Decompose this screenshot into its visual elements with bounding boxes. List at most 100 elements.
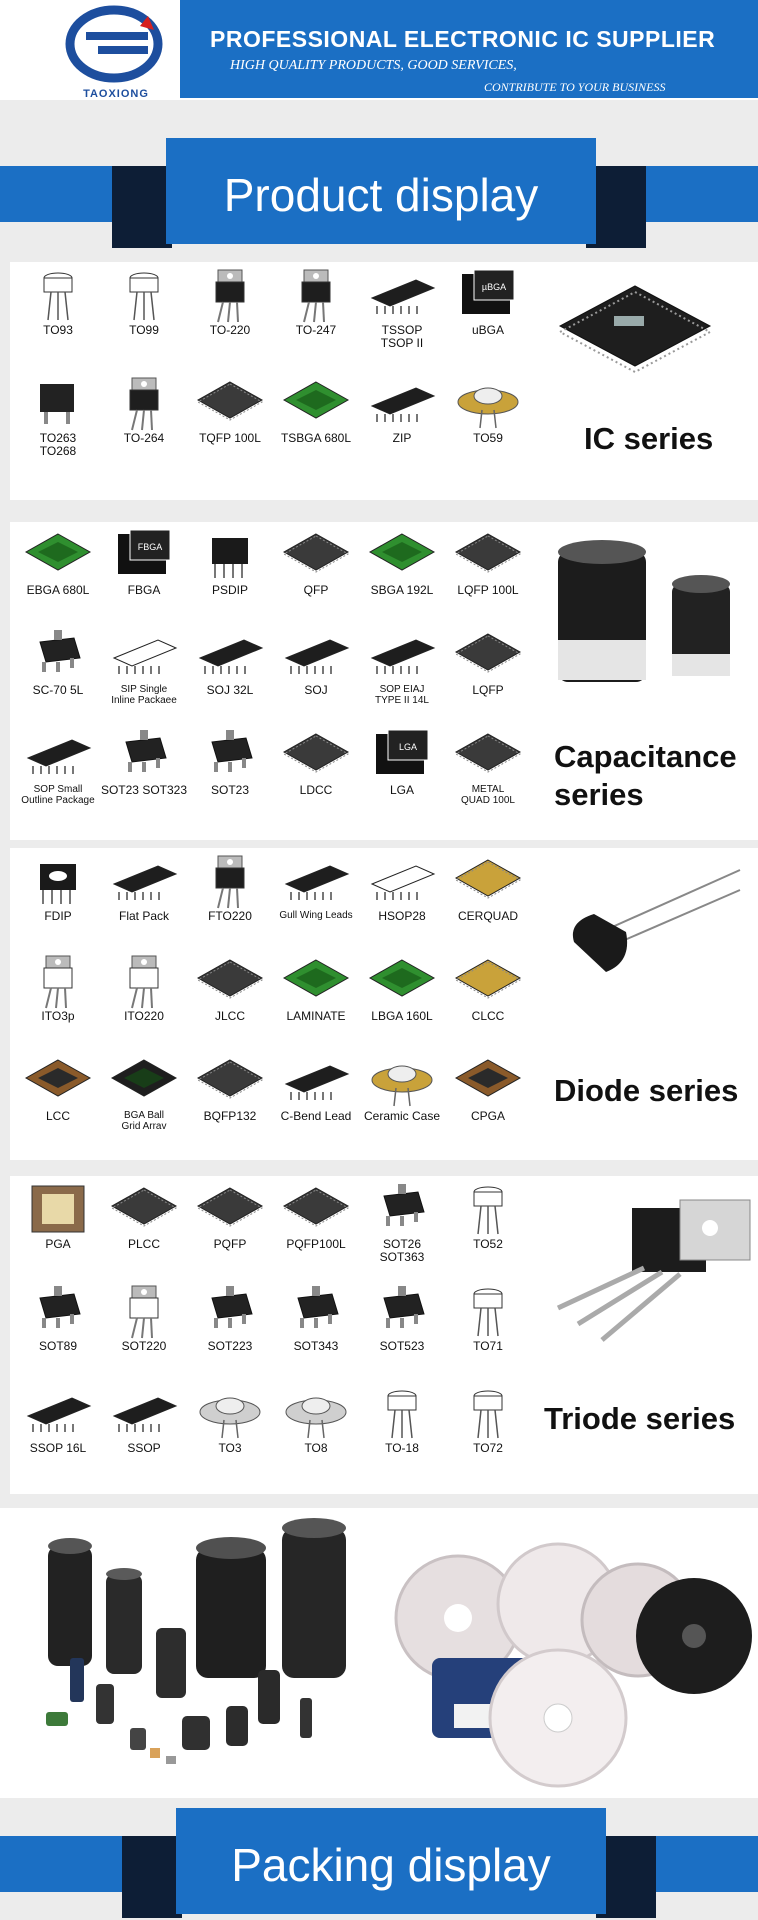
- product-item[interactable]: LDCC: [270, 726, 362, 816]
- product-item[interactable]: PLCC: [98, 1180, 190, 1270]
- product-item[interactable]: TSSOP TSOP II: [356, 266, 448, 356]
- product-item[interactable]: TO8: [270, 1384, 362, 1474]
- to-transistor-icon: [12, 270, 104, 322]
- product-item[interactable]: LBGA 160L: [356, 952, 448, 1042]
- product-item[interactable]: TO-18: [356, 1384, 448, 1474]
- product-item[interactable]: PGA: [12, 1180, 104, 1270]
- product-item[interactable]: ITO3p: [12, 952, 104, 1042]
- product-item-label: QFP: [303, 583, 329, 597]
- product-item-label: PSDIP: [211, 583, 248, 597]
- plcc-icon: [98, 1184, 190, 1236]
- product-item[interactable]: BGA Ball Grid Arrav: [98, 1052, 190, 1142]
- product-item[interactable]: SSOP 16L: [12, 1384, 104, 1474]
- fdip-icon: [12, 856, 104, 908]
- product-item[interactable]: SOP EIAJ TYPE II 14L: [356, 626, 448, 716]
- product-item[interactable]: PQFP: [184, 1180, 276, 1270]
- product-item[interactable]: TO52: [442, 1180, 534, 1270]
- series-label: Diode series: [554, 1073, 739, 1108]
- to59-icon: [442, 378, 534, 430]
- gull-wing-icon: [270, 856, 362, 908]
- product-item[interactable]: TO99: [98, 266, 190, 356]
- product-item[interactable]: SBGA 192L: [356, 526, 448, 616]
- lcc-icon: [12, 1056, 104, 1108]
- product-item[interactable]: JLCC: [184, 952, 276, 1042]
- header-subtitle-1: HIGH QUALITY PRODUCTS, GOOD SERVICES,: [230, 58, 517, 73]
- sip-icon: [98, 630, 190, 682]
- product-item[interactable]: FDIP: [12, 852, 104, 942]
- product-item[interactable]: TO263 TO268: [12, 374, 104, 464]
- product-item[interactable]: SOJ: [270, 626, 362, 716]
- ito220-icon: [98, 955, 190, 1009]
- product-item[interactable]: LQFP: [442, 626, 534, 716]
- svg-text:FBGA: FBGA: [138, 542, 163, 552]
- product-item[interactable]: TO71: [442, 1282, 534, 1372]
- lqfp-icon: [442, 530, 534, 582]
- product-item-label: CERQUAD: [457, 909, 518, 923]
- product-item[interactable]: TO-220: [184, 266, 276, 356]
- product-item[interactable]: SSOP: [98, 1384, 190, 1474]
- product-item[interactable]: TO59: [442, 374, 534, 464]
- product-item[interactable]: Flat Pack: [98, 852, 190, 942]
- product-item[interactable]: QFP: [270, 526, 362, 616]
- product-item-label: LQFP: [472, 683, 504, 697]
- product-item[interactable]: TO-264: [98, 374, 190, 464]
- product-item[interactable]: PSDIP: [184, 526, 276, 616]
- product-item[interactable]: CLCC: [442, 952, 534, 1042]
- product-item-label: SOJ 32L: [206, 683, 254, 697]
- hsop28-icon: [356, 856, 448, 908]
- product-item[interactable]: ZIP: [356, 374, 448, 464]
- product-item[interactable]: PQFP100L: [270, 1180, 362, 1270]
- product-item[interactable]: LCC: [12, 1052, 104, 1142]
- product-item-label: SOP EIAJ TYPE II 14L: [375, 684, 429, 706]
- taoxiong-logo-icon: [65, 5, 163, 83]
- product-item[interactable]: SIP Single Inline Packaee: [98, 626, 190, 716]
- header: TAOXIONG PROFESSIONAL ELECTRONIC IC SUPP…: [0, 0, 758, 100]
- soj-icon: [270, 630, 362, 682]
- product-item[interactable]: SOT343: [270, 1282, 362, 1372]
- product-item[interactable]: TO3: [184, 1384, 276, 1474]
- sop-icon: [12, 730, 104, 782]
- product-item[interactable]: HSOP28: [356, 852, 448, 942]
- product-item[interactable]: LQFP 100L: [442, 526, 534, 616]
- product-item[interactable]: Ceramic Case: [356, 1052, 448, 1142]
- product-item[interactable]: C-Bend Lead: [270, 1052, 362, 1142]
- product-item[interactable]: TQFP 100L: [184, 374, 276, 464]
- product-item[interactable]: FTO220: [184, 852, 276, 942]
- product-item-label: SOT23: [210, 783, 249, 797]
- flat-pack-icon: [98, 856, 190, 908]
- product-item[interactable]: CPGA: [442, 1052, 534, 1142]
- product-item[interactable]: METAL QUAD 100L: [442, 726, 534, 816]
- product-item[interactable]: ITO220: [98, 952, 190, 1042]
- product-item[interactable]: SOT223: [184, 1282, 276, 1372]
- header-band: PROFESSIONAL ELECTRONIC IC SUPPLIER HIGH…: [180, 0, 758, 98]
- logo[interactable]: TAOXIONG: [56, 4, 176, 100]
- product-item[interactable]: SC-70 5L: [12, 626, 104, 716]
- sot23-sot323-icon: [98, 730, 190, 782]
- product-item[interactable]: CERQUAD: [442, 852, 534, 942]
- product-item[interactable]: TO93: [12, 266, 104, 356]
- product-item[interactable]: EBGA 680L: [12, 526, 104, 616]
- product-item[interactable]: BQFP132: [184, 1052, 276, 1142]
- product-item-label: SOT223: [207, 1339, 253, 1353]
- soj32-icon: [184, 630, 276, 682]
- sot26-icon: [356, 1184, 448, 1236]
- product-item[interactable]: Gull Wing Leads: [270, 852, 362, 942]
- product-item[interactable]: TSBGA 680L: [270, 374, 362, 464]
- to220-icon: [184, 269, 276, 323]
- product-item[interactable]: SOT26 SOT363: [356, 1180, 448, 1270]
- product-item-label: PLCC: [127, 1237, 160, 1251]
- product-item[interactable]: TO72: [442, 1384, 534, 1474]
- product-item[interactable]: TO-247: [270, 266, 362, 356]
- product-item[interactable]: LAMINATE: [270, 952, 362, 1042]
- product-item[interactable]: SOT523: [356, 1282, 448, 1372]
- product-item[interactable]: SOT23 SOT323: [98, 726, 190, 816]
- product-item[interactable]: SOP Small Outline Package: [12, 726, 104, 816]
- product-item[interactable]: SOT23: [184, 726, 276, 816]
- product-item[interactable]: SOT89: [12, 1282, 104, 1372]
- product-item[interactable]: SOJ 32L: [184, 626, 276, 716]
- product-item[interactable]: SOT220: [98, 1282, 190, 1372]
